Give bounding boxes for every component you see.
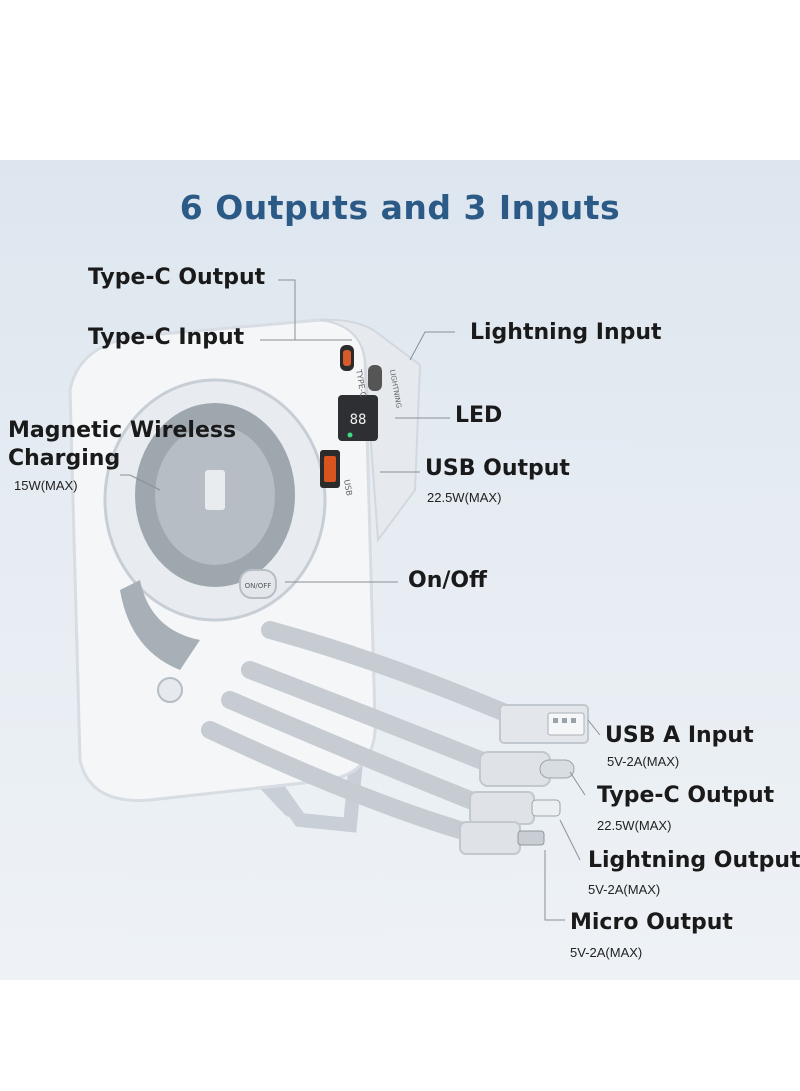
svg-text:USB: USB (342, 479, 354, 497)
on-off-button: ON/OFF (239, 569, 277, 599)
label-usb-output-spec: 22.5W(MAX) (427, 490, 502, 505)
label-on-off: On/Off (408, 568, 487, 593)
label-usb-a-input-spec: 5V-2A(MAX) (607, 754, 680, 769)
label-typec-output-2: Type-C Output (597, 783, 775, 808)
label-typec-input: Type-C Input (88, 325, 245, 350)
headline: 6 Outputs and 3 Inputs (179, 188, 621, 227)
ports: 88 TYPE-C LIGHTNING USB (320, 345, 403, 497)
label-wireless-spec: 15W(MAX) (14, 478, 78, 493)
label-charging: Charging (8, 446, 121, 471)
label-micro-output: Micro Output (570, 910, 733, 935)
label-lightning-input: Lightning Input (470, 320, 662, 345)
svg-text:88: 88 (350, 412, 367, 428)
label-wireless: Magnetic Wireless (8, 418, 237, 443)
leader-lines (120, 279, 601, 921)
micro-connector (459, 821, 521, 855)
cables (201, 621, 519, 839)
lightning-connector (469, 791, 535, 825)
svg-text:ON/OFF: ON/OFF (245, 582, 272, 590)
typec-port-2 (368, 365, 382, 391)
label-lightning-output: Lightning Output (588, 848, 800, 873)
label-usb-output: USB Output (425, 456, 570, 481)
label-lightning-output-spec: 5V-2A(MAX) (588, 882, 661, 897)
led-display (338, 395, 378, 441)
label-typec-output-2-spec: 22.5W(MAX) (597, 818, 672, 833)
label-micro-output-spec: 5V-2A(MAX) (570, 945, 643, 960)
label-typec-output: Type-C Output (88, 265, 266, 290)
power-bank-illustration: 88 TYPE-C LIGHTNING USB ON/OFF (68, 279, 601, 921)
connectors (459, 704, 589, 855)
label-led: LED (455, 403, 503, 428)
product-panel: 6 Outputs and 3 Inputs 88 (0, 160, 800, 980)
label-usb-a-input: USB A Input (605, 723, 754, 748)
